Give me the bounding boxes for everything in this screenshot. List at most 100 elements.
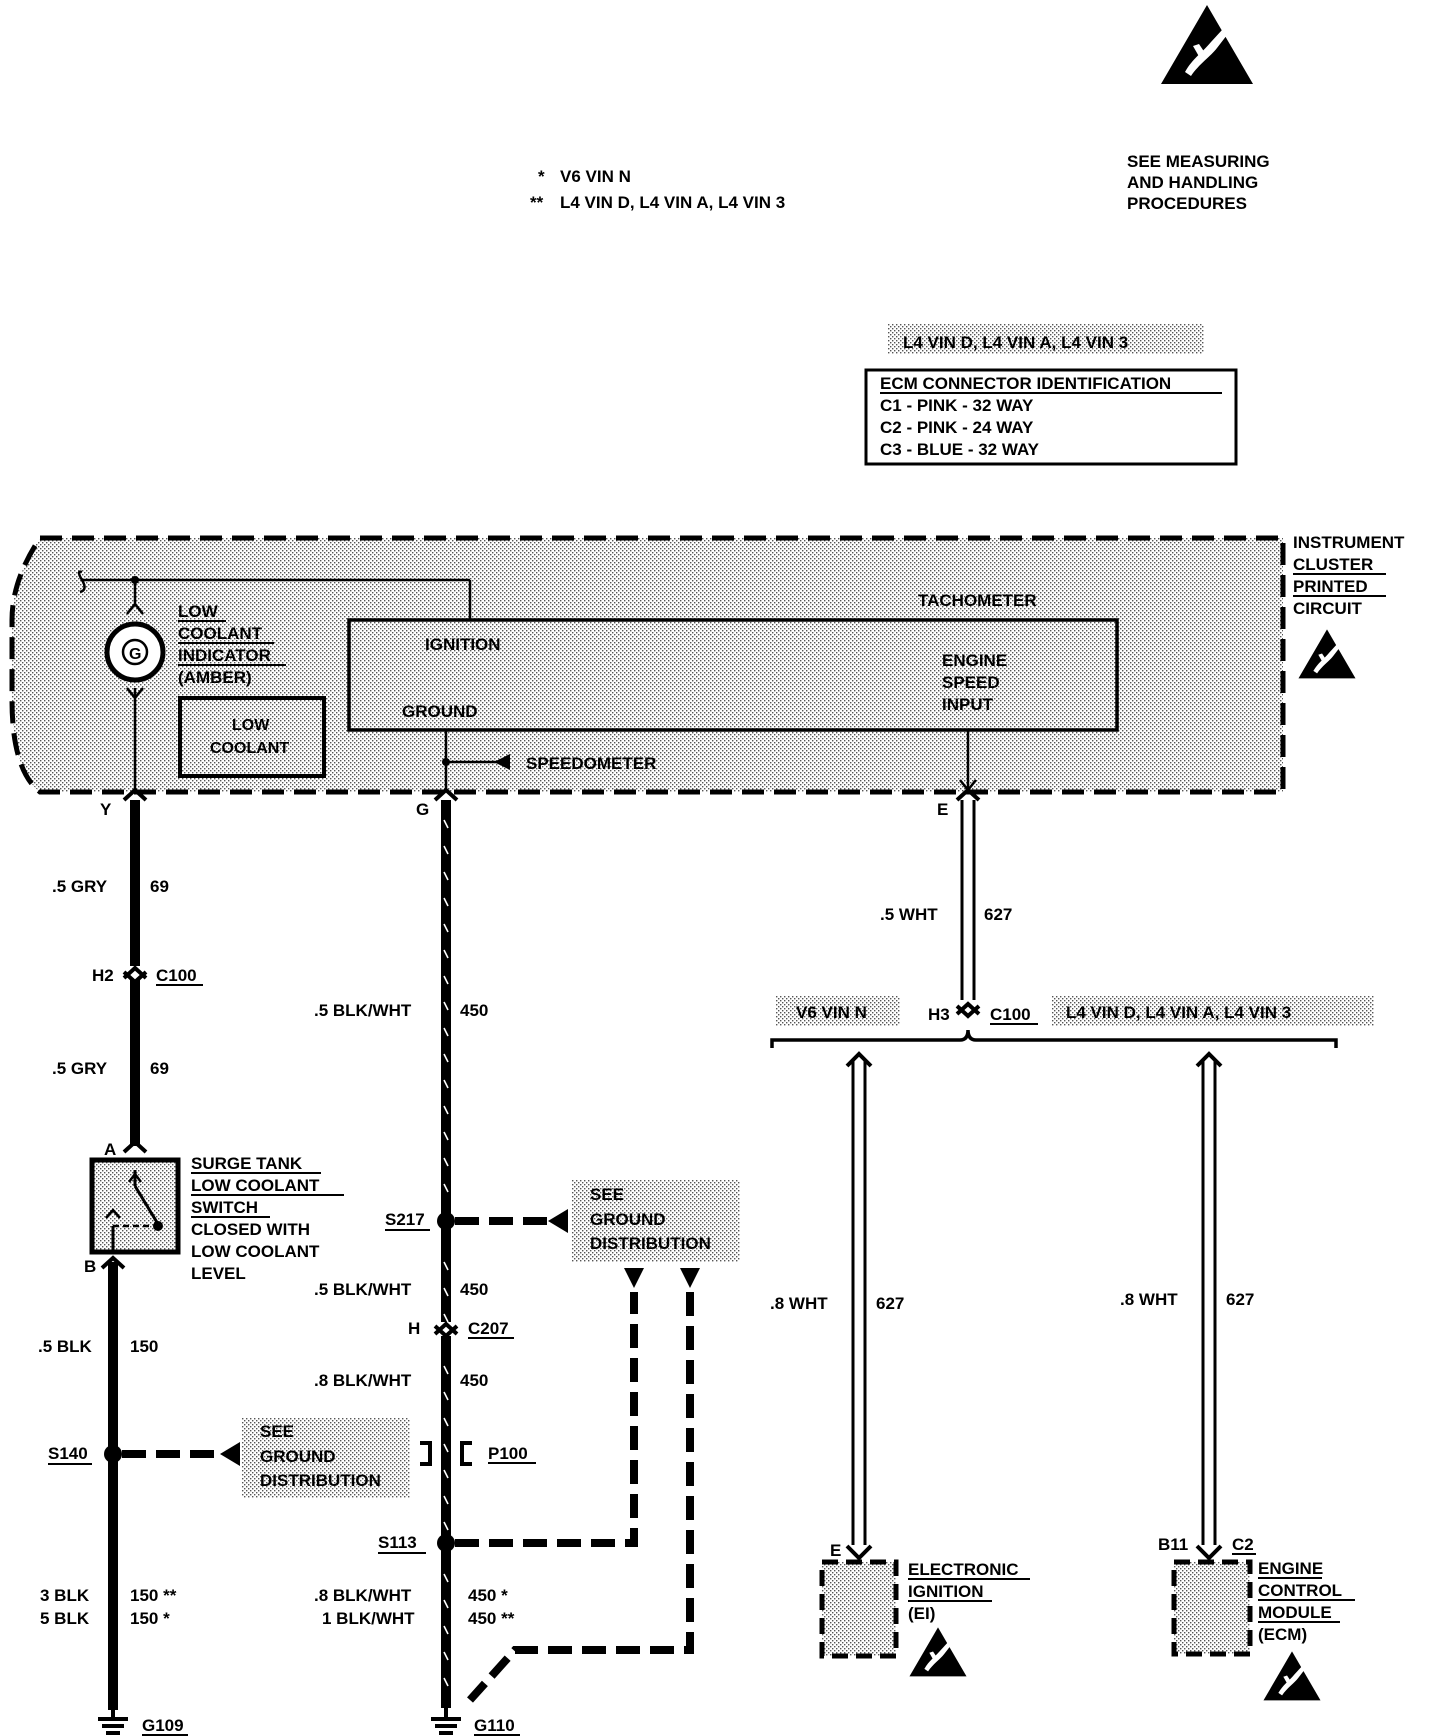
svg-text:627: 627 (876, 1294, 904, 1313)
wire-stripe (443, 1521, 449, 1531)
svg-text:GROUND: GROUND (402, 702, 478, 721)
svg-text:INPUT: INPUT (942, 695, 994, 714)
svg-text:150 **: 150 ** (130, 1586, 177, 1605)
svg-text:C100: C100 (156, 966, 197, 985)
note-v6: V6 VIN N (560, 167, 631, 186)
wire-stripe (443, 1001, 449, 1011)
svg-text:H2: H2 (92, 966, 114, 985)
wire-stripe (443, 897, 449, 907)
svg-text:*: * (538, 167, 545, 186)
ecm-connector-table: ECM CONNECTOR IDENTIFICATION C1 - PINK -… (864, 368, 1238, 466)
tachometer: TACHOMETER IGNITION GROUND ENGINE SPEED … (347, 591, 1119, 732)
svg-text:LOW: LOW (178, 602, 219, 621)
svg-text:ENGINE: ENGINE (1258, 1559, 1323, 1578)
cluster-name: INSTRUMENT CLUSTER PRINTED CIRCUIT (1293, 533, 1405, 618)
svg-text:TACHOMETER: TACHOMETER (918, 591, 1037, 610)
svg-text:INDICATOR: INDICATOR (178, 646, 271, 665)
svg-text:G: G (416, 800, 429, 819)
svg-text:A: A (104, 1140, 116, 1159)
svg-text:ELECTRONIC: ELECTRONIC (908, 1560, 1019, 1579)
svg-text:GROUND: GROUND (590, 1210, 666, 1229)
right-circuit-wires (851, 800, 1217, 1545)
svg-text:.5 BLK/WHT: .5 BLK/WHT (314, 1001, 412, 1020)
svg-text:COOLANT: COOLANT (178, 624, 263, 643)
svg-text:(ECM): (ECM) (1258, 1625, 1307, 1644)
esd-notice-text: SEE MEASURING AND HANDLING PROCEDURES (1127, 152, 1270, 213)
svg-text:.5 WHT: .5 WHT (880, 905, 938, 924)
svg-text:C100: C100 (990, 1005, 1031, 1024)
wire-stripe (443, 1079, 449, 1089)
wire-stripe (443, 1027, 449, 1037)
svg-text:.8 BLK/WHT: .8 BLK/WHT (314, 1371, 412, 1390)
wire-stripe (443, 1287, 449, 1297)
svg-text:GROUND: GROUND (260, 1447, 336, 1466)
ecm-header: L4 VIN D, L4 VIN A, L4 VIN 3 (903, 333, 1128, 352)
svg-text:(AMBER): (AMBER) (178, 668, 252, 687)
svg-text:AND HANDLING: AND HANDLING (1127, 173, 1258, 192)
esd-warning-icon (1161, 5, 1253, 84)
svg-text:DISTRIBUTION: DISTRIBUTION (590, 1234, 711, 1253)
svg-text:627: 627 (1226, 1290, 1254, 1309)
left-circuit-labels: .5 GRY 69 H2 C100 .5 GRY 69 A B .5 BLK 1… (38, 877, 203, 1736)
svg-text:3 BLK: 3 BLK (40, 1586, 90, 1605)
low-coolant-display: LOW COOLANT (178, 696, 326, 778)
middle-circuit-labels: .5 BLK/WHT 450 S217 .5 BLK/WHT 450 H C20… (314, 1001, 536, 1736)
svg-text:.5 GRY: .5 GRY (52, 1059, 108, 1078)
svg-text:.5 GRY: .5 GRY (52, 877, 108, 896)
wire-stripe (443, 1677, 449, 1687)
wire-stripe (443, 1105, 449, 1115)
low-coolant-indicator-label: LOW COOLANT INDICATOR (AMBER) (178, 602, 286, 687)
wire-stripe (443, 1651, 449, 1661)
svg-text:**: ** (530, 193, 544, 212)
svg-text:IGNITION: IGNITION (425, 635, 501, 654)
wire-stripe (443, 871, 449, 881)
svg-text:450: 450 (460, 1371, 488, 1390)
low-coolant-lamp-icon: G (104, 621, 166, 683)
wire-stripe (443, 1417, 449, 1427)
svg-text:C2 - PINK - 24 WAY: C2 - PINK - 24 WAY (880, 418, 1034, 437)
surge-tank-switch-label: SURGE TANK LOW COOLANT SWITCH CLOSED WIT… (191, 1154, 344, 1283)
svg-text:PRINTED: PRINTED (1293, 577, 1368, 596)
surge-tank-switch (89, 1157, 181, 1255)
svg-text:CLOSED WITH: CLOSED WITH (191, 1220, 310, 1239)
wire-stripe (443, 1157, 449, 1167)
speedometer-label: SPEEDOMETER (526, 754, 656, 773)
svg-text:C207: C207 (468, 1319, 509, 1338)
svg-text:MODULE: MODULE (1258, 1603, 1332, 1622)
svg-text:.8 WHT: .8 WHT (1120, 1290, 1178, 1309)
svg-text:CIRCUIT: CIRCUIT (1293, 599, 1363, 618)
svg-text:SEE: SEE (590, 1185, 624, 1204)
wire-stripe (443, 1053, 449, 1063)
svg-text:1 BLK/WHT: 1 BLK/WHT (322, 1609, 415, 1628)
svg-text:P100: P100 (488, 1444, 528, 1463)
svg-text:.8 BLK/WHT: .8 BLK/WHT (314, 1586, 412, 1605)
svg-text:450: 450 (460, 1001, 488, 1020)
svg-text:450 **: 450 ** (468, 1609, 515, 1628)
svg-text:ENGINE: ENGINE (942, 651, 1007, 670)
wire-stripe (443, 923, 449, 933)
wire-stripe (443, 1261, 449, 1271)
engine-control-module: B11 C2 ENGINE CONTROL MODULE (ECM) (1158, 1535, 1355, 1657)
svg-text:S113: S113 (378, 1533, 417, 1552)
wire-stripe (443, 1625, 449, 1635)
wire-stripe (443, 1599, 449, 1609)
wire-stripe (443, 1313, 449, 1323)
svg-text:G110: G110 (474, 1716, 515, 1735)
wire-stripe (443, 1365, 449, 1375)
right-circuit-labels: .5 WHT 627 V6 VIN N H3 C100 L4 VIN D, L4… (770, 905, 1374, 1313)
svg-text:IGNITION: IGNITION (908, 1582, 984, 1601)
wire-stripe (443, 1443, 449, 1453)
svg-text:ECM CONNECTOR IDENTIFICATION: ECM CONNECTOR IDENTIFICATION (880, 374, 1171, 393)
svg-text:H3: H3 (928, 1005, 950, 1024)
svg-text:SEE MEASURING: SEE MEASURING (1127, 152, 1270, 171)
svg-text:450 *: 450 * (468, 1586, 508, 1605)
svg-text:.5 BLK: .5 BLK (38, 1337, 93, 1356)
svg-text:E: E (830, 1541, 841, 1560)
svg-text:LOW: LOW (232, 717, 270, 734)
left-ground-distribution: SEE GROUND DISTRIBUTION (242, 1418, 410, 1498)
svg-text:COOLANT: COOLANT (210, 740, 289, 757)
ei-esd-icon (909, 1627, 967, 1677)
svg-text:SWITCH: SWITCH (191, 1198, 258, 1217)
svg-text:H: H (408, 1319, 420, 1338)
